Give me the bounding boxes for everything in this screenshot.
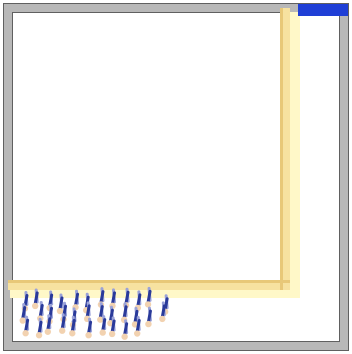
- pedestrian-agent-icon: [85, 319, 91, 338]
- pedestrian-agent-icon: [59, 315, 65, 334]
- agent-body: [23, 308, 25, 319]
- agent-body: [76, 294, 78, 305]
- pedestrian-agent-icon: [36, 319, 42, 338]
- agent-head: [45, 329, 51, 335]
- inner-wall-horizontal-highlight: [8, 280, 290, 283]
- agent-head: [59, 328, 65, 334]
- agent-head: [145, 321, 151, 327]
- agent-body: [26, 320, 28, 331]
- agent-head: [134, 330, 140, 336]
- agent-head: [85, 332, 91, 338]
- pedestrian-agent-icon: [45, 316, 51, 335]
- agent-body: [137, 321, 139, 332]
- agent-body: [87, 306, 89, 317]
- agent-body: [125, 324, 127, 335]
- agent-body: [39, 322, 41, 333]
- agent-body: [112, 321, 114, 332]
- agent-head: [36, 332, 42, 338]
- agent-body: [148, 291, 150, 302]
- agent-head: [109, 331, 115, 337]
- agent-body: [101, 292, 103, 303]
- agent-head: [22, 330, 28, 336]
- agent-head: [121, 334, 127, 340]
- agent-body: [62, 318, 64, 329]
- agent-body: [124, 307, 126, 318]
- agent-head: [159, 316, 165, 322]
- pedestrian-agent-icon: [145, 308, 151, 327]
- agent-head: [145, 301, 151, 307]
- agent-body: [72, 320, 74, 331]
- agent-body: [138, 295, 140, 306]
- agent-body: [89, 322, 91, 333]
- agent-body: [100, 307, 102, 318]
- agent-head: [69, 330, 75, 336]
- agent-head: [32, 303, 38, 309]
- exit-marker-icon: [298, 4, 348, 16]
- inner-wall: [8, 8, 300, 298]
- pedestrian-agent-icon: [121, 321, 127, 340]
- agent-body: [35, 293, 37, 304]
- agent-body: [60, 298, 62, 309]
- agent-body: [103, 320, 105, 331]
- agent-head: [20, 317, 26, 323]
- pedestrian-agent-icon: [20, 305, 26, 324]
- agent-body: [126, 292, 128, 303]
- agent-head: [100, 329, 106, 335]
- agent-body: [112, 293, 114, 304]
- agent-head: [57, 308, 63, 314]
- agent-body: [135, 311, 137, 322]
- agent-body: [48, 319, 50, 330]
- pedestrian-agent-icon: [69, 317, 75, 336]
- pedestrian-agent-icon: [159, 303, 165, 322]
- agent-body: [40, 306, 42, 317]
- agent-body: [148, 311, 150, 322]
- agent-body: [162, 306, 164, 317]
- inner-wall-vertical-highlight: [280, 8, 283, 290]
